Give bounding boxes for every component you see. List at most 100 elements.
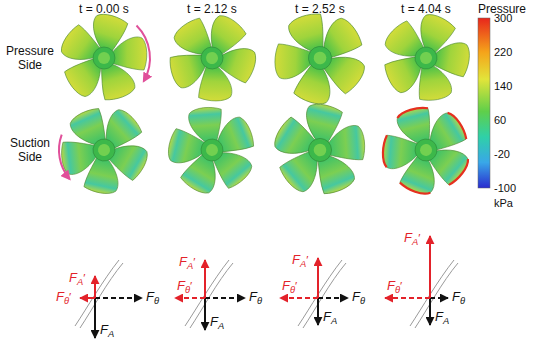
blade-shape [326, 125, 366, 162]
hub [198, 44, 226, 72]
blade-section [303, 263, 346, 328]
force-arrow [317, 298, 319, 325]
propeller [372, 3, 476, 109]
colorbar-tick: -100 [494, 181, 516, 195]
force-label: FA [100, 322, 114, 342]
label-part: A [218, 321, 224, 331]
hub [89, 135, 119, 165]
label-part: ′ [400, 279, 402, 292]
blade-section [298, 260, 342, 326]
label-part: A [412, 237, 418, 247]
blade-section [185, 260, 229, 326]
colorbar-tick: 60 [494, 113, 506, 127]
label-part: F [249, 289, 257, 304]
label-part: θ [185, 285, 190, 295]
label-part: F [210, 314, 218, 329]
time-label: t = 4.04 s [401, 2, 451, 16]
label-part: F [282, 278, 290, 293]
blade-tip-high-pressure [447, 159, 471, 187]
force-label: Fθ [352, 289, 365, 309]
rotation-arrow [137, 26, 150, 82]
blade-shape [188, 106, 223, 144]
label-part: θ [64, 296, 69, 306]
blade [62, 52, 110, 100]
blade-tip-high-pressure [396, 106, 428, 118]
propeller [41, 86, 165, 210]
blade [326, 125, 366, 162]
propeller [361, 84, 489, 212]
label-part: A [187, 261, 193, 271]
force-arrow [430, 297, 448, 299]
colorbar-tick: 140 [494, 79, 512, 93]
label-part: ′ [69, 290, 71, 303]
blade-section [415, 263, 458, 328]
hub [304, 42, 336, 74]
time-label: t = 2.12 s [187, 2, 237, 16]
hub [411, 135, 442, 166]
propeller [153, 0, 269, 114]
force-arrow [317, 258, 319, 298]
force-arrow [175, 297, 205, 299]
label-part: ′ [83, 271, 85, 284]
hub [197, 135, 228, 166]
hub [305, 135, 335, 165]
force-label: Fθ′ [387, 278, 402, 298]
label-part: F [352, 289, 360, 304]
force-arrow [205, 297, 245, 299]
label-part: ′ [306, 253, 308, 266]
hub-cap [419, 51, 433, 65]
force-arrow [204, 260, 206, 298]
label-part: F [404, 230, 412, 245]
propeller-group [41, 0, 489, 212]
label-part: F [323, 309, 331, 324]
time-label: t = 0.00 s [79, 2, 129, 16]
hub [93, 47, 115, 69]
hub [413, 45, 438, 70]
blade-tip-high-pressure [448, 110, 469, 140]
label-part: A [108, 329, 114, 339]
hub-cap [204, 50, 219, 65]
propeller [57, 11, 147, 103]
hub-cap [204, 142, 221, 159]
force-label: FA′ [179, 254, 195, 274]
label-part: ′ [295, 279, 297, 292]
force-label: Fθ [249, 289, 262, 309]
row-label: Pressure Side [2, 44, 58, 72]
blade-tip-high-pressure [399, 181, 430, 197]
rotation-arrow [59, 135, 70, 179]
hub-cap [418, 142, 435, 159]
force-arrow [94, 298, 96, 338]
force-label: FA [323, 309, 337, 329]
force-arrow [204, 298, 206, 330]
force-label: Fθ′ [56, 289, 71, 309]
force-arrow [94, 276, 96, 298]
force-arrow [385, 297, 430, 299]
label-part: ′ [418, 231, 420, 244]
label-part: A [331, 316, 337, 326]
force-label: FA [210, 314, 224, 334]
force-arrow [80, 297, 95, 299]
label-part: ′ [193, 255, 195, 268]
blade [188, 106, 223, 144]
hub-cap [96, 142, 112, 158]
force-group [75, 236, 458, 338]
label-part: F [146, 289, 154, 304]
color-bar [478, 18, 490, 188]
force-label: FA′ [404, 230, 420, 250]
label-part: θ [154, 296, 159, 306]
propeller [148, 84, 276, 212]
blade-section [190, 263, 233, 328]
force-label: FA [435, 309, 449, 329]
label-part: θ [395, 285, 400, 295]
force-label: Fθ [146, 289, 159, 309]
force-label: Fθ [452, 289, 465, 309]
label-part: F [69, 270, 77, 285]
label-part: F [452, 289, 460, 304]
force-label: Fθ′ [282, 278, 297, 298]
label-part: F [179, 254, 187, 269]
hub-cap [311, 49, 329, 67]
colorbar-tick: 220 [494, 45, 512, 59]
blade-section [80, 263, 123, 328]
row-label: Suction Side [2, 136, 58, 164]
